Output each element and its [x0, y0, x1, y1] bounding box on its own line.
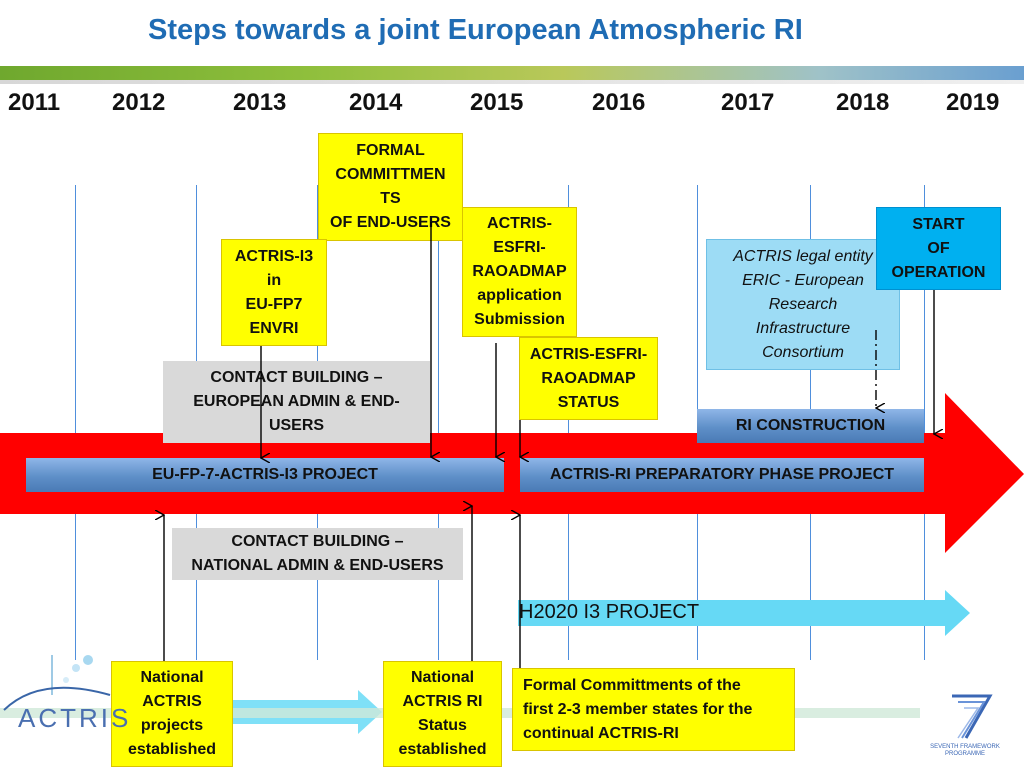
fp7-logo-graphic	[952, 694, 993, 739]
year-gridline	[924, 185, 925, 660]
year-label: 2014	[349, 89, 403, 116]
header-band-shadow	[0, 80, 1024, 84]
actris-logo-text: ACTRIS	[18, 703, 132, 733]
contact-building-european-box: CONTACT BUILDING –EUROPEAN ADMIN & END-U…	[163, 361, 430, 443]
header-band	[0, 66, 1024, 80]
year-gridline	[568, 185, 569, 660]
preparatory-phase-bar: ACTRIS-RI PREPARATORY PHASE PROJECT	[520, 458, 924, 492]
year-label: 2011	[8, 89, 61, 116]
ri-construction-bar: RI CONSTRUCTION	[697, 409, 924, 443]
year-label: 2017	[721, 89, 775, 116]
year-label: 2019	[946, 89, 1000, 116]
contact-building-national-box: CONTACT BUILDING –NATIONAL ADMIN & END-U…	[172, 528, 463, 580]
year-label: 2018	[836, 89, 890, 116]
h2020-arrow	[518, 590, 970, 636]
year-label: 2015	[470, 89, 524, 116]
year-label: 2013	[233, 89, 287, 116]
actris-logo-graphic	[3, 655, 111, 711]
fp7-logo-text: SEVENTH FRAMEWORK PROGRAMME	[930, 744, 1000, 757]
h2020-label: H2020 I3 PROJECT	[519, 601, 700, 623]
year-gridline	[75, 185, 76, 660]
year-label: 2012	[112, 89, 166, 116]
year-label: 2016	[592, 89, 646, 116]
fp7-project-bar: EU-FP-7-ACTRIS-I3 PROJECT	[26, 458, 504, 492]
year-gridline	[438, 185, 439, 660]
